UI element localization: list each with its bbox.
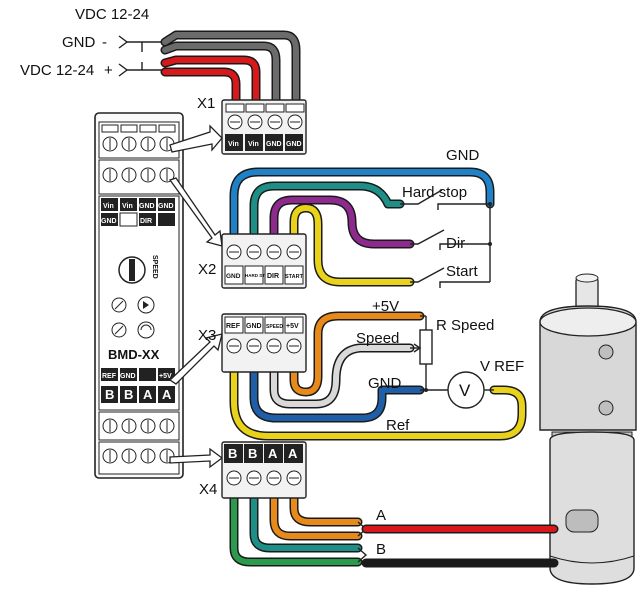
speed-circuit: +5V Speed R Speed GND V V REF Ref	[229, 298, 527, 441]
x1-screws	[225, 103, 305, 130]
switch-wiring: GND Hard stop Dir Start	[229, 147, 495, 288]
device-lower-screws	[102, 418, 175, 434]
connector-x1: X1 Vin Vin GND GND	[197, 95, 307, 155]
ref-label: Ref	[386, 417, 410, 434]
vdc-arrow-icon	[118, 63, 129, 77]
x4-label: X4	[199, 481, 217, 498]
wire-dir	[271, 197, 413, 247]
svg-text:A: A	[288, 446, 298, 461]
svg-text:GND: GND	[246, 323, 262, 330]
svg-text:B: B	[105, 387, 114, 402]
vdc-plus-sign: +	[104, 62, 113, 79]
gnd-label: GND	[62, 34, 96, 51]
vdc-top-label: VDC 12-24	[75, 6, 149, 23]
svg-text:B: B	[248, 446, 257, 461]
arrow-to-x2-icon	[168, 177, 223, 247]
svg-text:Vin: Vin	[122, 203, 133, 210]
device-top-screws	[101, 124, 176, 152]
svg-text:SPEED: SPEED	[266, 324, 283, 330]
device-mid-screws	[102, 167, 175, 183]
motor-a-label: A	[376, 507, 386, 524]
svg-text:GND: GND	[226, 273, 241, 280]
wiper-arrow-icon	[413, 343, 422, 353]
mapping-arrows	[168, 124, 224, 469]
wire-b-1	[231, 495, 361, 565]
svg-text:A: A	[143, 387, 153, 402]
gnd-x3-label: GND	[368, 375, 402, 392]
svg-text:Vin: Vin	[228, 141, 239, 148]
plus5v-label: +5V	[372, 298, 399, 315]
connector-x3: X3 REF GND SPEED +5V	[198, 313, 307, 373]
wire-hard-stop	[251, 183, 403, 241]
r-speed-resistor	[419, 329, 433, 365]
device-bmd: Vin Vin GND GND GND DIR SPEED BMD-XX REF…	[94, 112, 184, 479]
svg-text:GND: GND	[286, 141, 302, 148]
switch-start-label: Start	[446, 263, 479, 280]
wire-ref	[231, 369, 525, 439]
wire-vin-2	[162, 57, 259, 107]
wire-a-2	[291, 495, 361, 525]
r-speed-label: R Speed	[436, 317, 494, 334]
svg-text:A: A	[162, 387, 172, 402]
v-ref-label: V REF	[480, 358, 524, 375]
svg-text:B: B	[124, 387, 133, 402]
svg-text:DIR: DIR	[267, 273, 279, 280]
motor-b-label: B	[376, 541, 386, 558]
connector-x4: X4 B B A A	[199, 441, 307, 499]
svg-text:GND: GND	[120, 373, 136, 380]
svg-text:Vin: Vin	[103, 203, 114, 210]
gnd-arrow-icon	[118, 35, 129, 49]
svg-text:V: V	[459, 381, 471, 400]
gnd-minus-sign: -	[102, 34, 107, 51]
speed-label: Speed	[356, 330, 399, 347]
x3-label: X3	[198, 327, 216, 344]
switch-gnd-label: GND	[446, 147, 480, 164]
power-input: VDC 12-24 GND - VDC 12-24 +	[20, 6, 301, 109]
svg-text:A: A	[268, 446, 278, 461]
svg-text:Vin: Vin	[248, 141, 259, 148]
wire-start	[291, 205, 413, 285]
motor	[539, 273, 637, 585]
motor-wiring: A B	[229, 493, 559, 568]
direction-button[interactable]	[137, 321, 155, 339]
wire-gnd-2	[162, 32, 299, 107]
wire-vin-1	[162, 69, 239, 107]
arrow-to-x4-icon	[169, 447, 224, 469]
x1-pin-1	[225, 134, 243, 151]
wire-a-1	[271, 495, 361, 539]
wire-5v	[291, 313, 423, 395]
svg-text:START: START	[285, 274, 304, 280]
svg-text:B: B	[228, 446, 237, 461]
device-model: BMD-XX	[108, 347, 160, 362]
x1-pin-3	[265, 134, 283, 151]
device-bottom-screws	[102, 448, 175, 464]
svg-text:REF: REF	[226, 323, 241, 330]
svg-text:REF: REF	[102, 373, 117, 380]
wire-speed	[271, 345, 413, 407]
svg-text:GND: GND	[158, 203, 174, 210]
svg-text:GND: GND	[266, 141, 282, 148]
motor-body	[549, 431, 635, 585]
svg-text:+5V: +5V	[286, 323, 299, 330]
svg-text:HARD STOP: HARD STOP	[245, 273, 271, 278]
svg-text:+5V: +5V	[159, 373, 172, 380]
x1-label: X1	[197, 95, 215, 112]
x1-pin-2	[245, 134, 263, 151]
speed-knob-label: SPEED	[151, 255, 158, 279]
svg-text:GND: GND	[139, 203, 155, 210]
wire-gnd-x3	[251, 369, 423, 421]
svg-text:GND: GND	[101, 218, 117, 225]
switch-hard-stop-label: Hard stop	[402, 184, 467, 201]
x1-pin-4	[285, 134, 303, 151]
vdc-plus-label: VDC 12-24	[20, 62, 94, 79]
connector-x2: X2 GND HARD STOP DIR START	[198, 233, 307, 289]
wire-b-2	[251, 495, 361, 551]
x2-label: X2	[198, 261, 216, 278]
arrow-to-x1-icon	[169, 124, 223, 153]
wire-gnd-1	[162, 43, 279, 107]
svg-text:DIR: DIR	[140, 218, 152, 225]
arrow-to-x3-icon	[168, 333, 223, 385]
wire-gnd-blue	[231, 169, 493, 241]
